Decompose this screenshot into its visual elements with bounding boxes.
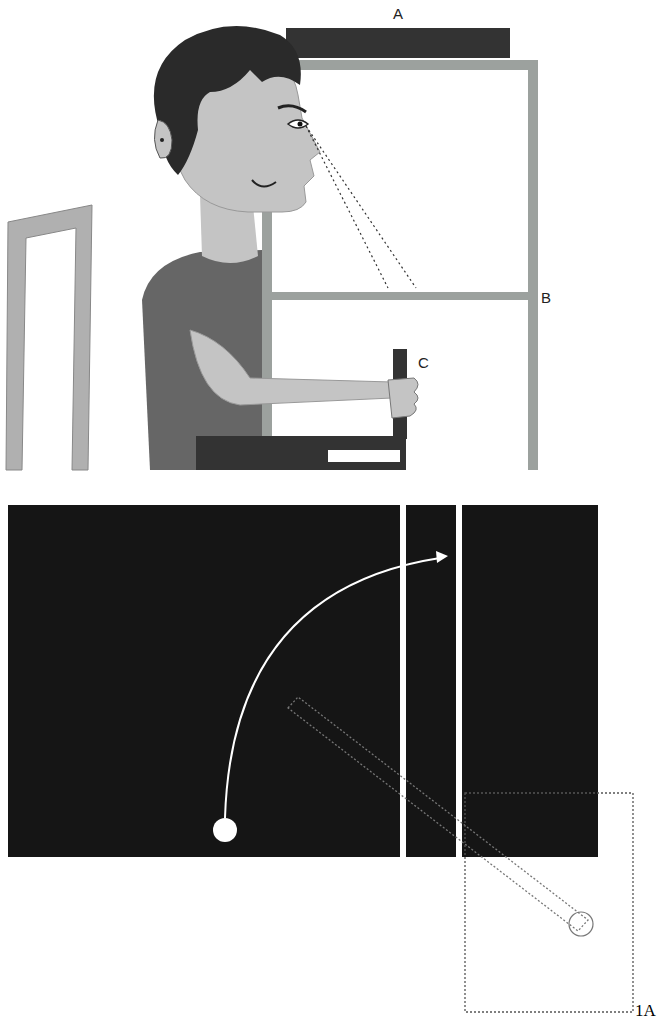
callout-label: B (541, 290, 551, 305)
callout-label: A (393, 6, 403, 21)
callout-label: C (418, 355, 429, 370)
callout-label: 1A (635, 1002, 656, 1019)
